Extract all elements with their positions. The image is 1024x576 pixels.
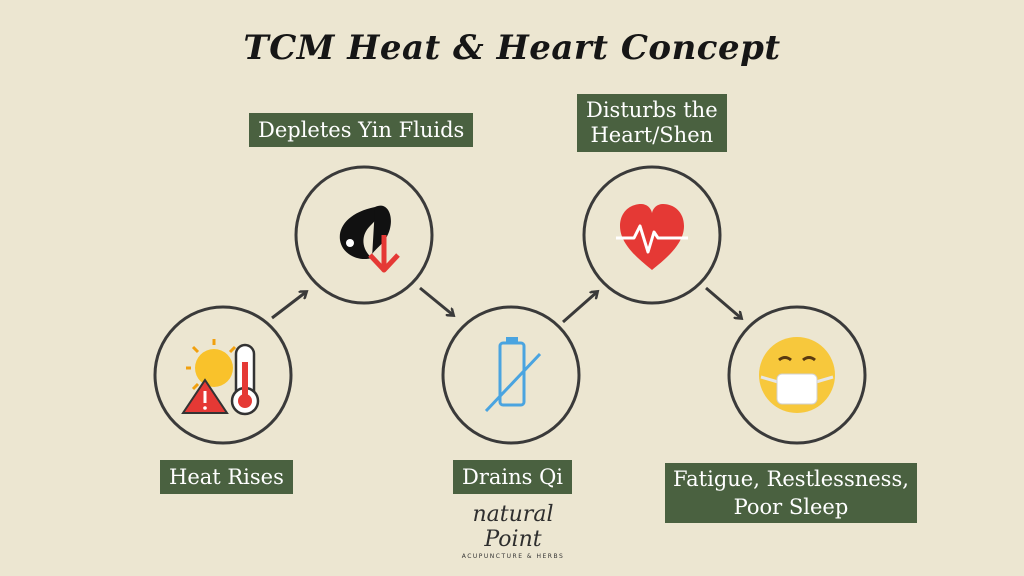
- yin-down-arrow-icon: [339, 205, 400, 273]
- label-depletes-yin: Depletes Yin Fluids: [249, 113, 474, 147]
- arrow-2: [419, 286, 453, 315]
- step-circle-4: [582, 165, 722, 305]
- label-fatigue: Fatigue, Restlessness, Poor Sleep: [665, 463, 917, 523]
- empty-battery-icon: [484, 337, 542, 413]
- heart-pulse-icon: [616, 204, 688, 270]
- sick-face-mask-icon: [759, 337, 835, 413]
- step-circle-5: [727, 305, 867, 445]
- label-heat-rises: Heat Rises: [160, 460, 293, 494]
- brand-logo: natural Point ACUPUNCTURE & HERBS: [461, 502, 565, 560]
- step-circle-1: [153, 305, 293, 445]
- label-drains-qi: Drains Qi: [453, 460, 573, 494]
- thermometer-sun-warning-icon: [181, 339, 260, 416]
- arrow-1: [271, 292, 306, 320]
- step-circle-3: [441, 305, 581, 445]
- arrow-3: [562, 292, 597, 324]
- page-title: TCM Heat & Heart Concept: [243, 28, 781, 68]
- step-circle-2: [294, 165, 434, 305]
- arrow-4: [705, 286, 741, 318]
- label-disturbs-heart: Disturbs the Heart/Shen: [577, 94, 727, 152]
